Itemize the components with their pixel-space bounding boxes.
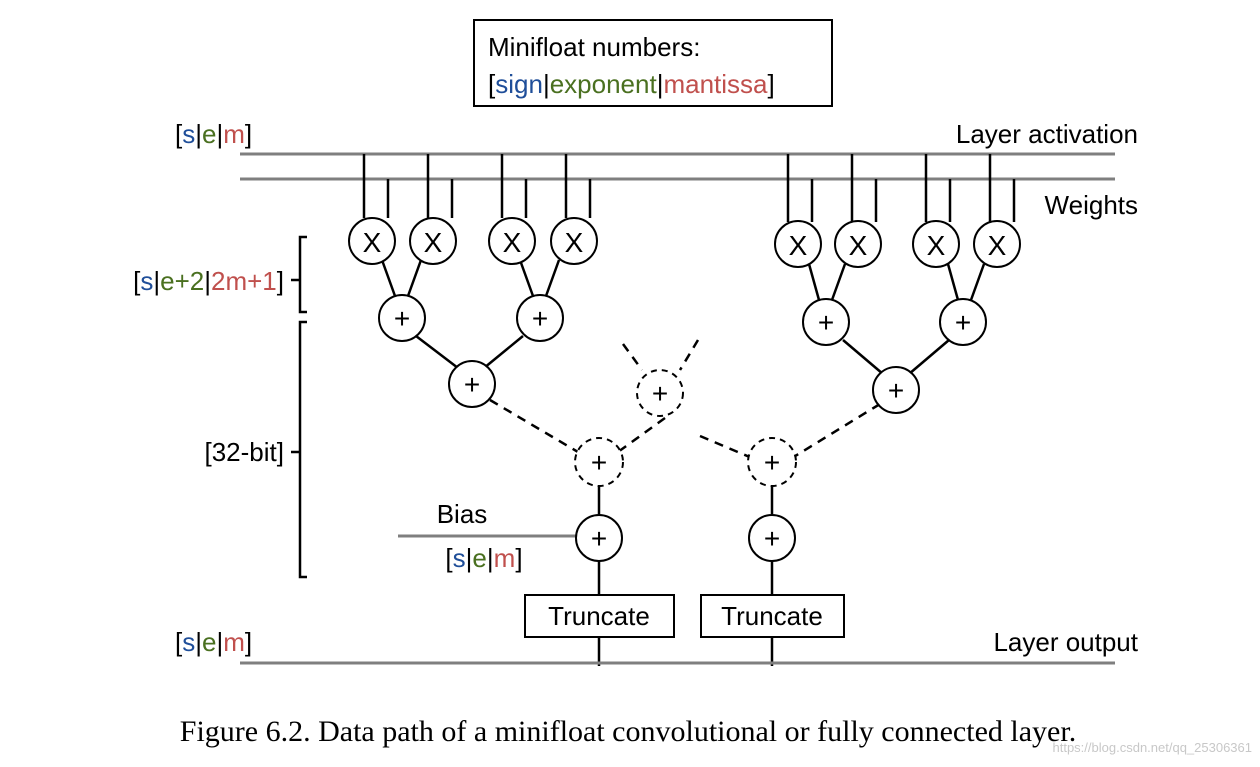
accumulator-format-label: [32-bit] [205,437,285,467]
svg-text:X: X [789,230,808,261]
truncate-label: Truncate [721,601,823,631]
adder-node: + [802,298,850,346]
legend-format: [sign|exponent|mantissa] [488,69,775,99]
dashed-adder-node: + [574,437,624,487]
layer-output-label: Layer output [993,627,1138,657]
output-format-label: [s|e|m] [175,627,252,657]
adder-node: + [748,514,796,562]
weights-label: Weights [1045,190,1138,220]
truncate-block-right: Truncate [700,594,845,638]
legend-sign: sign [495,69,543,99]
multiplier-node: X [834,220,882,268]
dashed-interconnects [489,339,881,460]
layer-activation-label: Layer activation [956,119,1138,149]
multiplier-node: X [550,217,598,265]
truncate-block-left: Truncate [524,594,675,638]
product-format-label: [s|e+2|2m+1] [133,266,284,296]
svg-text:X: X [424,227,443,258]
dashed-adder-node: + [636,369,684,417]
legend-frame [473,19,833,107]
legend-title: Minifloat numbers: [488,32,700,62]
svg-text:+: + [955,307,971,338]
multiplier-node: X [409,217,457,265]
svg-text:X: X [565,227,584,258]
left-multiplier-inputs [362,154,592,218]
truncate-box [700,594,845,638]
svg-text:X: X [849,230,868,261]
svg-text:X: X [363,227,382,258]
truncate-box [524,594,675,638]
svg-text:X: X [927,230,946,261]
svg-text:X: X [988,230,1007,261]
svg-text:+: + [591,523,607,554]
adder-node: + [516,294,564,342]
multiplier-node: X [973,220,1021,268]
adder-node: + [448,360,496,408]
svg-text:+: + [652,378,668,409]
adder-node: + [575,514,623,562]
bias-format-label: [s|e|m] [445,543,522,573]
output-chain-wires [597,486,774,666]
accumulator-bracket [291,320,307,579]
adder-node: + [872,366,920,414]
right-multiplier-inputs [786,154,1016,222]
truncate-label: Truncate [548,601,650,631]
right-adder-tree-wires [807,263,986,375]
svg-text:+: + [591,447,607,478]
dashed-adder-node: + [747,437,797,487]
legend-mantissa: mantissa [663,69,768,99]
svg-text:+: + [888,375,904,406]
bias-label: Bias [437,499,488,529]
left-adder-tree-wires [380,259,561,369]
legend-box: Minifloat numbers: [sign|exponent|mantis… [473,19,833,107]
multiplier-node: X [488,217,536,265]
multiplier-node: X [912,220,960,268]
optional-adder-nodes: + + + [574,369,797,487]
adder-node: + [378,294,426,342]
svg-text:+: + [464,369,480,400]
svg-text:X: X [503,227,522,258]
svg-text:+: + [764,447,780,478]
figure-caption: Figure 6.2. Data path of a minifloat con… [180,715,1076,748]
adder-node: + [939,298,987,346]
activation-format-label: [s|e|m] [175,119,252,149]
multiplier-nodes: X X X X X X X X [348,217,1021,268]
svg-text:+: + [394,303,410,334]
svg-text:+: + [818,307,834,338]
multiplier-node: X [774,220,822,268]
watermark: https://blog.csdn.net/qq_25306361 [1053,740,1253,755]
multiplier-node: X [348,217,396,265]
product-bracket [291,235,307,314]
svg-text:+: + [532,303,548,334]
svg-text:+: + [764,523,780,554]
legend-exponent: exponent [550,69,658,99]
adder-nodes: + + + + + + + + [378,294,987,562]
